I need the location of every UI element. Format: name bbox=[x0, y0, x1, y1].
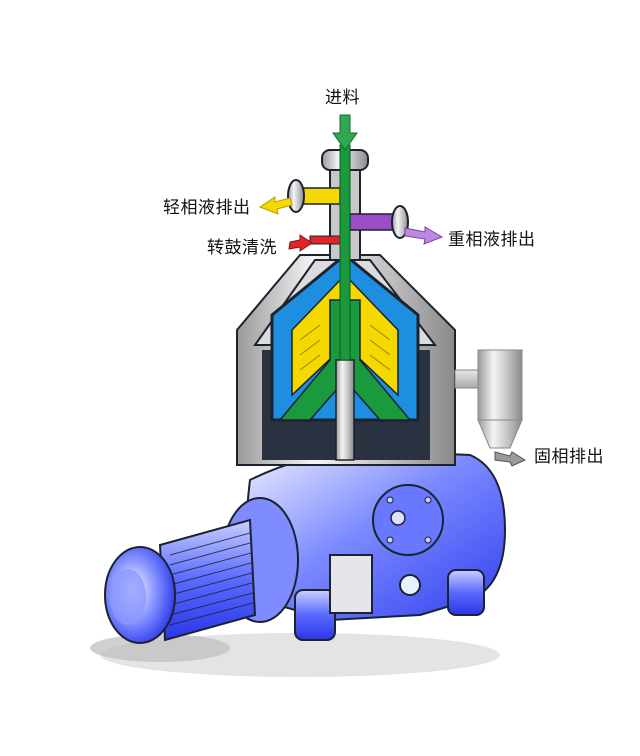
solids-arrow-icon bbox=[494, 451, 527, 467]
drive-motor bbox=[104, 518, 257, 644]
heavy-phase-arrow-icon bbox=[404, 226, 444, 245]
floor-shadow bbox=[90, 633, 500, 677]
solids-chute bbox=[454, 349, 523, 449]
bowl-cleaning-label: 转鼓清洗 bbox=[207, 238, 277, 258]
heavy-phase-outlet-label: 重相液排出 bbox=[448, 230, 536, 250]
light-phase-arrow-icon bbox=[258, 196, 293, 215]
cleaning-arrow-icon bbox=[288, 234, 313, 252]
light-phase-outlet-label: 轻相液排出 bbox=[163, 198, 251, 218]
base-frame bbox=[221, 448, 507, 641]
feed-arrow-icon bbox=[332, 114, 358, 151]
solid-phase-outlet-label: 固相排出 bbox=[534, 447, 604, 467]
feed-inlet-label: 进料 bbox=[325, 88, 360, 108]
